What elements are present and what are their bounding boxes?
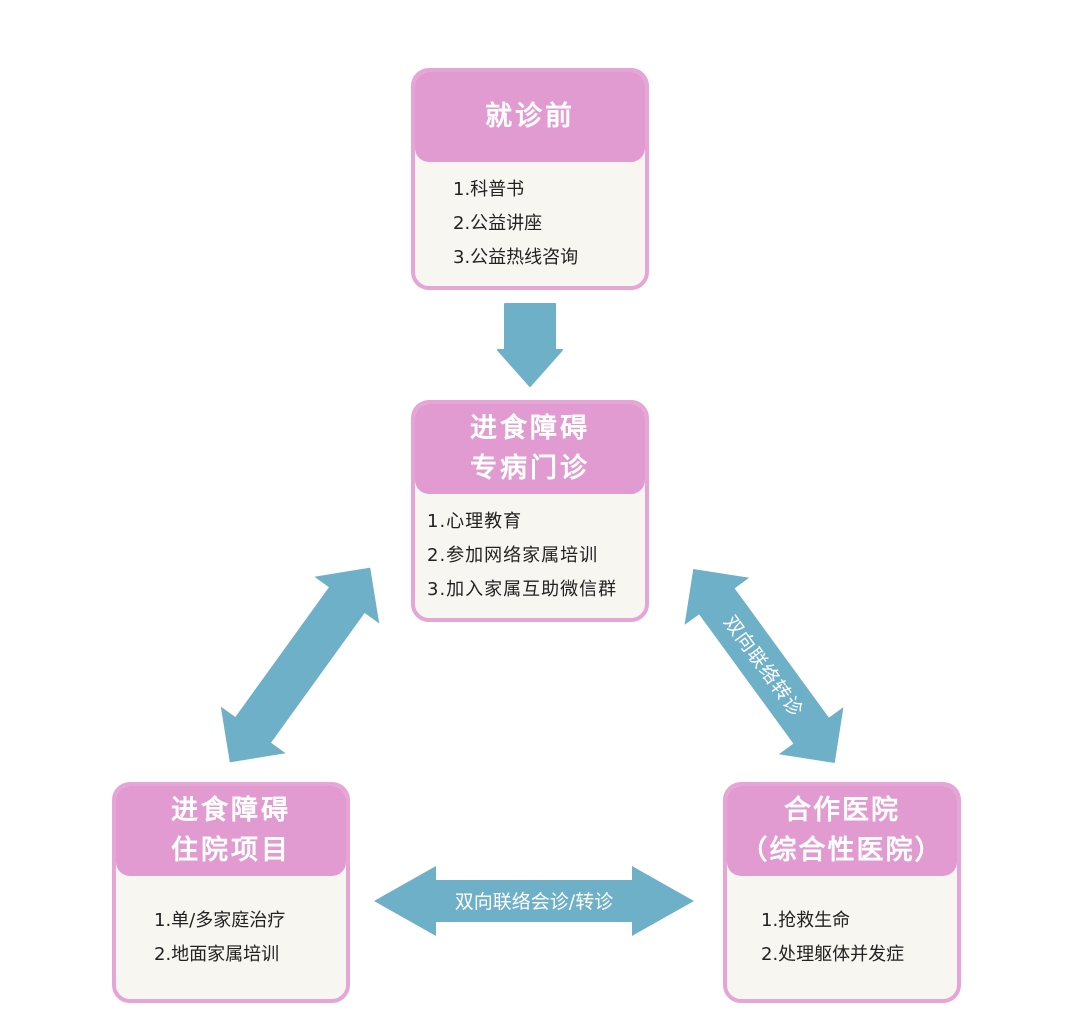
node-partner-hospital-title: 合作医院 （综合性医院） (727, 786, 957, 876)
list-item: 1.心理教育 (427, 511, 523, 532)
arrow-clinic-partner (684, 569, 844, 763)
list-item: 2.公益讲座 (453, 213, 543, 234)
node-inpatient-items: 1.单/多家庭治疗 2.地面家属培训 (116, 876, 346, 999)
node-pre-visit-items: 1.科普书 2.公益讲座 3.公益热线咨询 (415, 162, 645, 286)
node-pre-visit-title: 就诊前 (415, 72, 645, 162)
list-item: 1.科普书 (453, 179, 525, 200)
title-line: 进食障碍 (470, 413, 590, 444)
title-line: （综合性医院） (740, 835, 944, 866)
list-item: 1.抢救生命 (761, 909, 851, 931)
list-item: 2.处理躯体并发症 (761, 943, 905, 965)
list-item: 3.公益热线咨询 (453, 247, 579, 268)
node-clinic-items: 1.心理教育 2.参加网络家属培训 3.加入家属互助微信群 (415, 494, 645, 618)
node-clinic-title: 进食障碍 专病门诊 (415, 404, 645, 494)
list-item: 2.地面家属培训 (154, 943, 280, 965)
title-line: 进食障碍 (171, 795, 291, 826)
arrow-inpatient-partner-label: 双向联络会诊/转诊 (455, 891, 613, 913)
node-inpatient-title: 进食障碍 住院项目 (116, 786, 346, 876)
arrow-inpatient-partner (374, 866, 694, 936)
list-item: 3.加入家属互助微信群 (427, 579, 618, 600)
title-line: 专病门诊 (470, 453, 590, 484)
list-item: 2.参加网络家属培训 (427, 545, 599, 566)
title-line: 就诊前 (485, 101, 575, 132)
node-inpatient: 进食障碍 住院项目 1.单/多家庭治疗 2.地面家属培训 (112, 782, 350, 1003)
node-partner-hospital: 合作医院 （综合性医院） 1.抢救生命 2.处理躯体并发症 (723, 782, 961, 1003)
title-line: 住院项目 (171, 835, 291, 866)
node-partner-hospital-items: 1.抢救生命 2.处理躯体并发症 (727, 876, 957, 999)
list-item: 1.单/多家庭治疗 (154, 909, 286, 931)
node-clinic: 进食障碍 专病门诊 1.心理教育 2.参加网络家属培训 3.加入家属互助微信群 (411, 400, 649, 622)
arrow-pre-to-clinic (497, 303, 563, 387)
node-pre-visit: 就诊前 1.科普书 2.公益讲座 3.公益热线咨询 (411, 68, 649, 290)
title-line: 合作医院 (784, 795, 900, 826)
arrow-clinic-inpatient (220, 567, 380, 763)
